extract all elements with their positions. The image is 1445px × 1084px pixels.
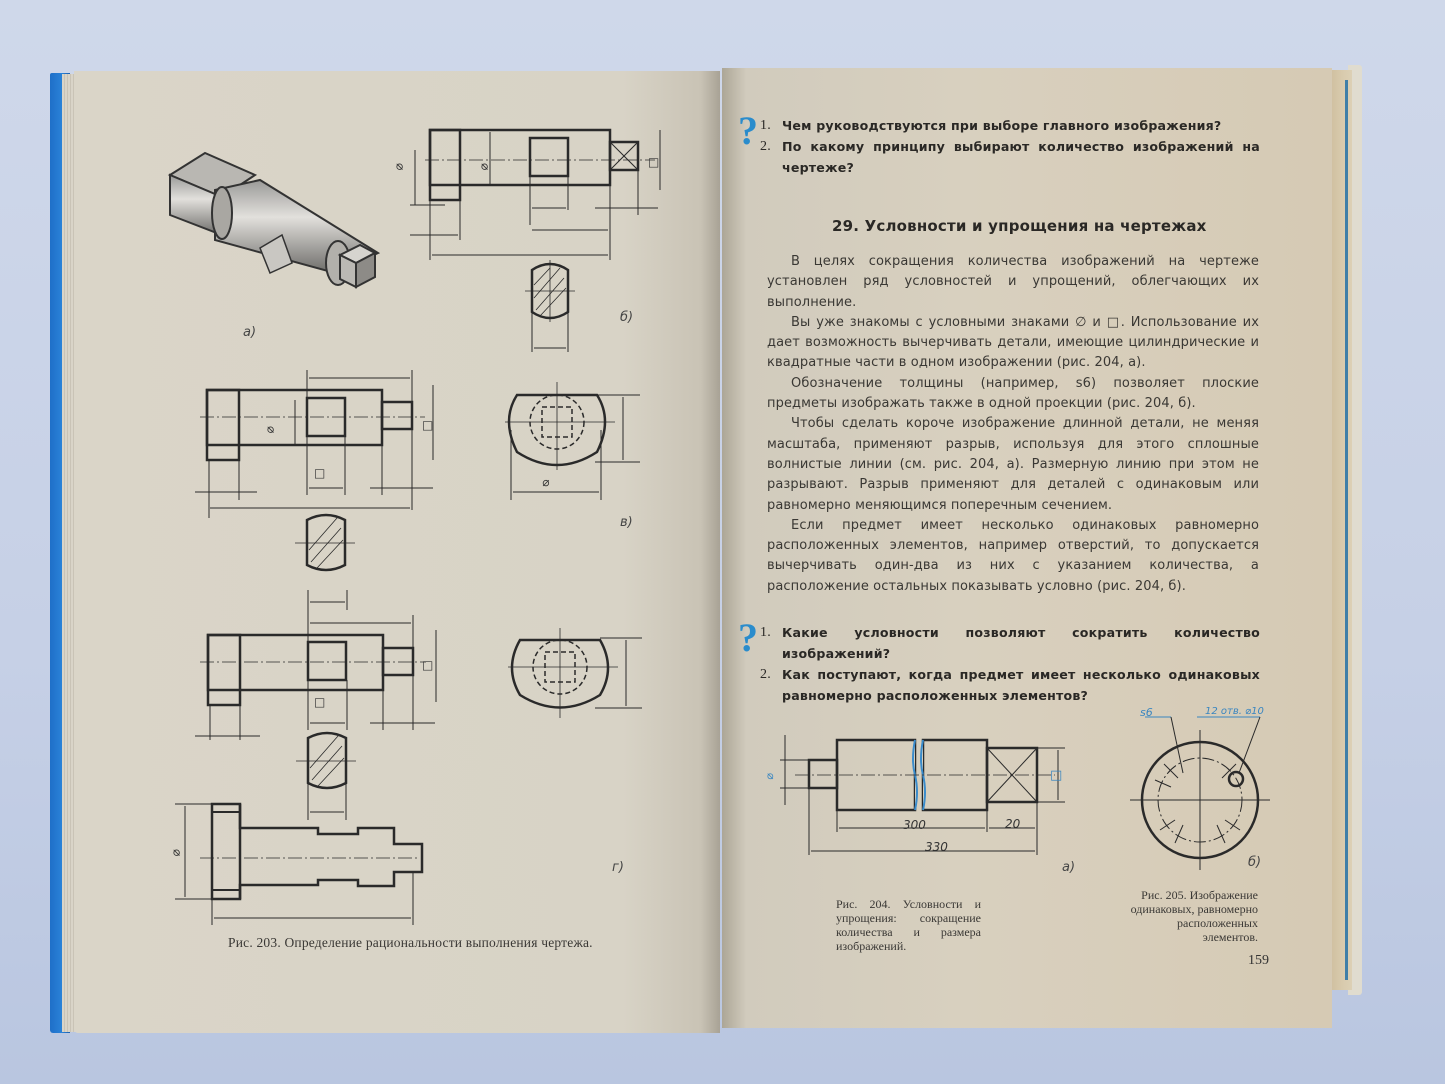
paragraph: Вы уже знакомы с условными знаками ∅ и □… [767,314,1259,371]
section-body: В целях сокращения количества изображени… [767,252,1259,597]
paragraph: Обозначение толщины (например, s6) позво… [767,375,1259,412]
question-item: 1. Какие условности позволяют сократить … [760,625,1260,661]
dimension-20: 20 [1005,817,1021,831]
diameter-symbol: ⌀ [262,426,277,434]
thickness-label: s6 [1140,706,1153,719]
question-item: 1. Чем руководствуются при выборе главно… [760,118,1222,133]
question-item: 2. Как поступают, когда предмет имеет не… [760,667,1260,703]
review-questions-bottom: ? 1. Какие условности позволяют сократит… [738,618,1260,706]
figure-204-label: а) [1062,860,1076,875]
figure-204-drawing [765,730,1075,875]
square-symbol: □ [422,658,434,672]
diameter-symbol: ⌀ [762,773,776,780]
figure-203b-label: б) [620,310,634,325]
review-questions-top: ? 1. Чем руководствуются при выборе глав… [738,111,1260,178]
figure-203g-label: г) [612,860,624,875]
right-page [722,68,1332,1028]
figure-203a-isometric-part [160,145,400,310]
square-symbol: □ [1050,768,1063,783]
diameter-symbol: ⌀ [542,475,550,489]
cover-stripe [1345,80,1348,980]
figure-203a-label: а) [243,325,257,340]
figure-203g-drawing [170,800,430,935]
square-symbol: □ [422,418,434,432]
figure-203v-label: в) [620,515,633,530]
paragraph: Если предмет имеет несколько одинаковых … [767,517,1259,594]
section-title: 29. Условности и упрощения на чертежах [832,217,1207,235]
question-mark-icon: ? [738,108,758,153]
dimension-300: 300 [903,818,926,832]
figure-204-caption: Рис. 204. Условности и упрощения: сокращ… [836,897,981,953]
paragraph: В целях сокращения количества изображени… [767,254,1259,310]
figure-205-drawing [1125,716,1275,880]
diameter-symbol: ⌀ [168,849,183,857]
figure-203-caption: Рис. 203. Определение рациональности вып… [228,935,593,950]
square-symbol: □ [314,695,326,709]
question-item: 2. По какому принципу выбирают количеств… [760,139,1260,175]
square-symbol: □ [314,466,326,480]
page-number: 159 [1248,953,1269,968]
figure-205-label: б) [1248,855,1262,870]
square-symbol: □ [648,155,660,169]
page-stack-left [62,74,76,1032]
dimension-330: 330 [925,840,948,854]
figure-205-caption: Рис. 205. Изображение одинаковых, равном… [1130,888,1258,944]
figure-203-variant-drawing [190,590,650,825]
page-stack-right [1330,70,1352,990]
diameter-symbol: ⌀ [476,163,491,171]
diameter-symbol: ⌀ [391,163,406,171]
holes-note: 12 отв. ⌀10 [1205,706,1264,717]
paragraph: Чтобы сделать короче изображение длинной… [767,416,1259,513]
question-mark-icon: ? [738,615,758,660]
figure-203b-drawing [400,120,670,385]
figure-203v-drawing [195,360,655,595]
